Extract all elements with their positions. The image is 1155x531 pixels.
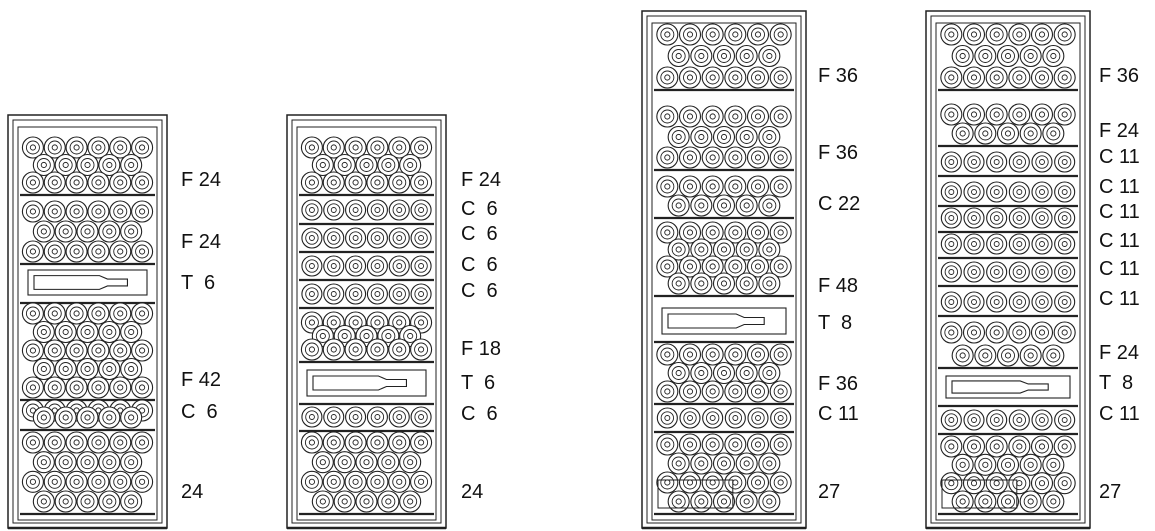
cabinet-3: F 36 F 36 C 22 F 48 T 8 F 36 C 11 27 (641, 10, 860, 530)
shelf-single (938, 233, 1078, 260)
shelf-label: C 11 (1099, 176, 1140, 198)
shelf-single (938, 151, 1078, 178)
shelf-bottom (299, 431, 434, 516)
shelf-single (938, 181, 1078, 208)
shelf-single (20, 399, 155, 432)
shelf-label: F 36 (1099, 65, 1139, 87)
shelf-double (654, 175, 794, 220)
shelf-label: F 36 (818, 373, 858, 395)
shelf-single (299, 199, 434, 226)
shelf-full (299, 136, 434, 197)
shelf-label: C 22 (818, 193, 860, 215)
shelf-label: T 8 (1099, 372, 1133, 394)
shelf-tray (654, 307, 794, 344)
shelf-full (20, 136, 155, 197)
shelf-label: T 8 (818, 312, 852, 334)
shelf-label: F 42 (181, 369, 221, 391)
shelf-full (654, 105, 794, 172)
shelf-label: C 11 (1099, 403, 1140, 425)
shelf-tray (938, 375, 1078, 408)
shelf-bottom (938, 435, 1078, 516)
shelf-label: C 6 (461, 198, 498, 220)
shelf-single (938, 409, 1078, 436)
shelf-full (654, 343, 794, 406)
shelf-label: F 36 (818, 142, 858, 164)
shelf-label: C 6 (461, 223, 498, 245)
shelf-label: C 6 (461, 403, 498, 425)
shelf-label: F 48 (818, 275, 858, 297)
shelf-bottom (654, 433, 794, 516)
shelf-full (938, 321, 1078, 370)
shelf-label: C 11 (1099, 288, 1140, 310)
shelf-single (299, 406, 434, 433)
shelf-tray (20, 269, 155, 305)
shelf-full (938, 103, 1078, 148)
shelf-label: C 6 (461, 280, 498, 302)
shelf-label: T 6 (461, 372, 495, 394)
shelf-label: F 24 (181, 231, 221, 253)
cabinet-1: F 24 F 24 T 6 F 42 C 6 24 (7, 114, 221, 530)
shelf-bottom (20, 431, 155, 516)
shelf-label: 27 (818, 481, 840, 503)
shelf-single (938, 207, 1078, 234)
shelf-label: C 6 (461, 254, 498, 276)
shelf-label: 24 (461, 481, 483, 503)
shelf-label: C 11 (1099, 230, 1140, 252)
shelf-label: C 11 (1099, 146, 1140, 168)
shelf-label: F 24 (461, 169, 501, 191)
shelf-full (20, 302, 155, 402)
shelf-label: C 6 (181, 401, 218, 423)
shelf-full (299, 311, 434, 364)
shelf-single (938, 291, 1078, 318)
shelf-single (938, 261, 1078, 288)
shelf-full (654, 221, 794, 298)
shelf-single (299, 255, 434, 282)
shelf-label: C 11 (1099, 201, 1140, 223)
shelf-label: 27 (1099, 481, 1121, 503)
cabinet-2: F 24 C 6 C 6 C 6 C 6 F 18 T 6 C 6 24 (286, 114, 501, 530)
shelf-label: 24 (181, 481, 203, 503)
shelf-label: F 18 (461, 338, 501, 360)
shelf-single (654, 407, 794, 434)
shelf-label: F 24 (181, 169, 221, 191)
shelf-label: F 24 (1099, 342, 1139, 364)
shelf-full (20, 200, 155, 266)
cabinet-4: F 36 F 24 C 11 C 11 C 11 C 11 C 11 C 11 F 24 T 8 C… (925, 10, 1140, 530)
shelf-label: F 24 (1099, 120, 1139, 142)
shelf-tray (299, 369, 434, 406)
shelf-label: T 6 (181, 272, 215, 294)
shelf-single (299, 283, 434, 310)
shelf-full (938, 23, 1078, 92)
shelf-label: C 11 (1099, 258, 1140, 280)
shelf-label: C 11 (818, 403, 859, 425)
shelf-label: F 36 (818, 65, 858, 87)
shelf-full (654, 23, 794, 92)
shelf-single (299, 227, 434, 254)
